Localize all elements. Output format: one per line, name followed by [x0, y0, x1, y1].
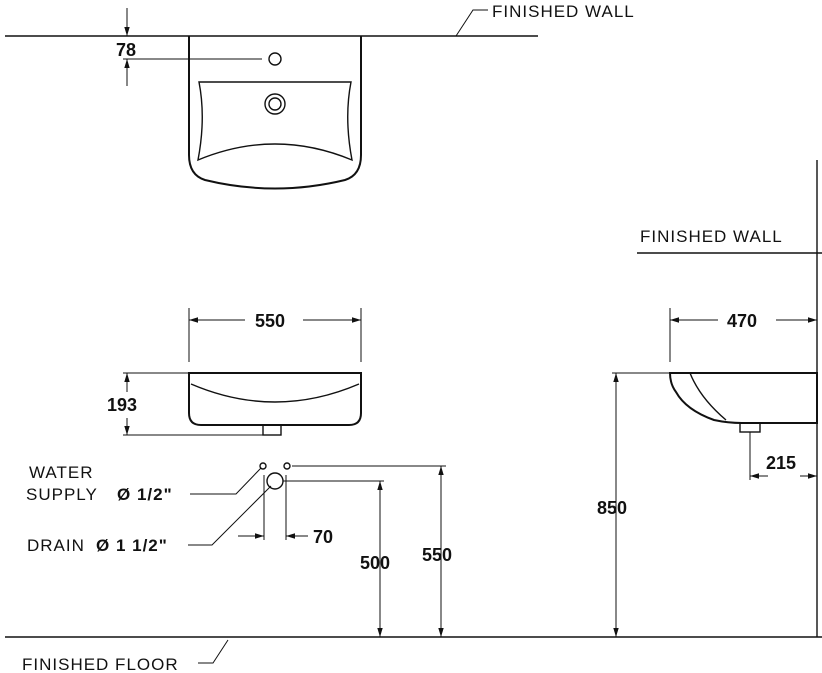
finished-wall-label-side: FINISHED WALL	[640, 227, 783, 246]
drain-size: Ø 1 1/2"	[96, 536, 168, 555]
wall-leader-top	[455, 9, 488, 37]
basin-front-bowl	[190, 383, 360, 403]
basin-front-outline	[188, 372, 362, 426]
water-supply-label-line1: WATER	[29, 463, 94, 482]
water-supply-point-right	[283, 462, 291, 470]
water-supply-size: Ø 1/2"	[117, 485, 173, 504]
basin-side-outline	[668, 372, 818, 424]
dim-supply-height: 550	[422, 545, 452, 565]
dim-basin-width: 550	[255, 311, 285, 331]
tap-hole	[268, 52, 282, 66]
water-supply-label-line2: SUPPLY	[26, 485, 98, 504]
drain-hole-inner	[268, 97, 282, 111]
basin-top-bowl	[197, 81, 353, 162]
drain-label: DRAIN	[27, 536, 85, 555]
side-drain-stub	[739, 422, 761, 433]
dim-basin-height: 193	[107, 395, 137, 415]
dim-drain-wall-offset: 215	[766, 453, 796, 473]
drain-point	[266, 472, 284, 490]
water-supply-leader	[190, 467, 262, 495]
basin-top-outline	[188, 36, 362, 190]
front-drain-stub	[262, 424, 282, 436]
finished-floor-label: FINISHED FLOOR	[22, 655, 179, 673]
dim-rim-height: 850	[597, 498, 627, 518]
dim-tap-hole-offset: 78	[116, 40, 136, 60]
top-view: FINISHED WALL 78	[5, 2, 635, 190]
dim-drain-height: 500	[360, 553, 390, 573]
floor: FINISHED FLOOR	[5, 636, 822, 673]
side-view: FINISHED WALL 470 850 215	[597, 160, 822, 637]
floor-leader	[198, 639, 229, 664]
drain-leader	[188, 485, 272, 546]
dim-side-depth: 470	[727, 311, 757, 331]
front-view: 550 193 70 500 550 WATER SUP	[26, 308, 452, 637]
water-supply-point-left	[259, 462, 267, 470]
finished-wall-label-top: FINISHED WALL	[492, 2, 635, 21]
drain-hole-outer	[264, 93, 286, 115]
basin-side-bowl	[689, 372, 727, 421]
dim-drain-offset: 70	[313, 527, 333, 547]
